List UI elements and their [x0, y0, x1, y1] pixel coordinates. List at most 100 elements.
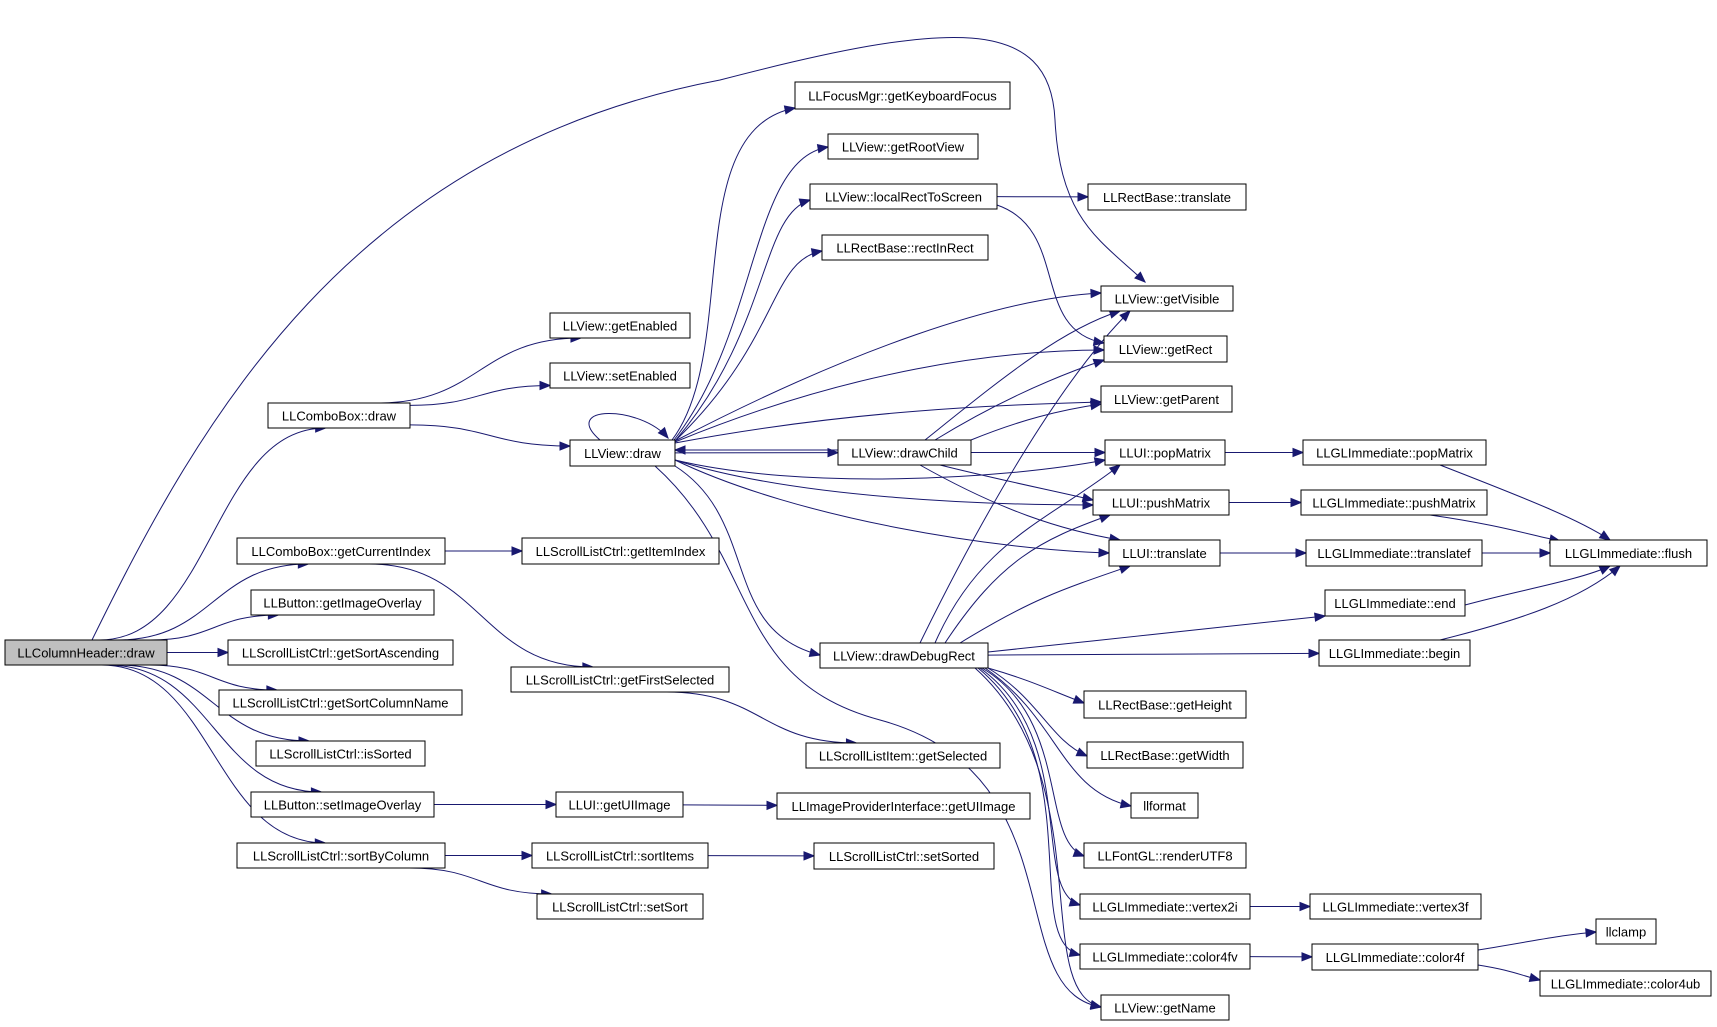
- arrowhead-icon: [1528, 972, 1542, 983]
- arrowhead-icon: [521, 850, 534, 861]
- node-box: [1130, 792, 1199, 819]
- node-getheight[interactable]: LLRectBase::getHeight: [1083, 690, 1247, 719]
- node-box: [837, 439, 972, 466]
- node-sortbycolumn[interactable]: LLScrollListCtrl::sortByColumn: [236, 842, 446, 869]
- edge-root-to-getcurrentindex: [117, 563, 309, 641]
- node-getvisible[interactable]: LLView::getVisible: [1100, 285, 1234, 312]
- node-getenabled[interactable]: LLView::getEnabled: [549, 312, 691, 339]
- arrowhead-icon: [559, 441, 572, 451]
- node-label: LLGLImmediate::flush: [1565, 546, 1692, 561]
- node-label: LLRectBase::getHeight: [1098, 698, 1232, 713]
- node-getsortcolname[interactable]: LLScrollListCtrl::getSortColumnName: [218, 689, 463, 716]
- node-glpopmatrix[interactable]: LLGLImmediate::popMatrix: [1302, 439, 1487, 466]
- node-pushmatrix[interactable]: LLUI::pushMatrix: [1092, 489, 1230, 516]
- node-box: [549, 362, 691, 389]
- node-label: LLButton::setImageOverlay: [264, 798, 422, 813]
- arrowhead-icon: [810, 248, 824, 258]
- node-drawchild[interactable]: LLView::drawChild: [837, 439, 972, 466]
- node-popmatrix[interactable]: LLUI::popMatrix: [1104, 439, 1226, 466]
- arrowhead-icon: [803, 851, 816, 861]
- node-box: [809, 183, 998, 210]
- arrowhead-icon: [1089, 999, 1103, 1010]
- edge-root-to-getimageoverlay: [150, 614, 279, 641]
- node-label: llclamp: [1606, 925, 1646, 940]
- node-renderutf8[interactable]: LLFontGL::renderUTF8: [1083, 842, 1247, 869]
- node-combodraw[interactable]: LLComboBox::draw: [267, 402, 411, 429]
- node-getsortasc[interactable]: LLScrollListCtrl::getSortAscending: [227, 639, 454, 666]
- arrowhead-icon: [816, 144, 830, 154]
- node-label: LLScrollListCtrl::sortByColumn: [253, 849, 429, 864]
- node-vertex3f[interactable]: LLGLImmediate::vertex3f: [1309, 893, 1482, 920]
- edge-viewdraw-to-pushmatrix: [674, 459, 1094, 506]
- node-sortitems[interactable]: LLScrollListCtrl::sortItems: [531, 842, 709, 869]
- node-localrecttoscreen[interactable]: LLView::localRectToScreen: [809, 183, 998, 210]
- node-vertex2i[interactable]: LLGLImmediate::vertex2i: [1079, 893, 1251, 920]
- node-drawdebugrect[interactable]: LLView::drawDebugRect: [819, 642, 989, 669]
- arrowhead-icon: [1068, 947, 1082, 958]
- node-root[interactable]: LLColumnHeader::draw: [4, 639, 168, 666]
- arrowhead-icon: [1119, 310, 1131, 322]
- node-translate[interactable]: LLRectBase::translate: [1087, 183, 1247, 211]
- node-label: LLFontGL::renderUTF8: [1097, 849, 1232, 864]
- arrowhead-icon: [1094, 447, 1107, 458]
- node-box: [1092, 489, 1230, 516]
- node-issorted[interactable]: LLScrollListCtrl::isSorted: [255, 740, 426, 767]
- edge-drawdebugrect-to-glbegin: [987, 652, 1320, 656]
- node-getitemindex[interactable]: LLScrollListCtrl::getItemIndex: [521, 537, 720, 565]
- node-setenabled[interactable]: LLView::setEnabled: [549, 362, 691, 389]
- edge-getfirstselected-to-getselected: [666, 691, 857, 744]
- node-getimageoverlay[interactable]: LLButton::getImageOverlay: [250, 589, 435, 616]
- node-box: [227, 639, 454, 666]
- node-box: [1083, 690, 1247, 719]
- node-getselected[interactable]: LLScrollListItem::getSelected: [805, 742, 1001, 769]
- node-label: LLButton::getImageOverlay: [263, 596, 422, 611]
- edge-sortbycolumn-to-setsort: [409, 867, 552, 895]
- node-label: LLView::draw: [584, 446, 661, 461]
- node-getfirstselected[interactable]: LLScrollListCtrl::getFirstSelected: [510, 666, 730, 693]
- arrowhead-icon: [1068, 897, 1082, 907]
- edge-color4f-to-llclamp: [1477, 931, 1597, 951]
- arrowhead-icon: [1072, 694, 1086, 704]
- node-getwidth[interactable]: LLRectBase::getWidth: [1086, 741, 1244, 769]
- node-glpushmatrix[interactable]: LLGLImmediate::pushMatrix: [1300, 489, 1488, 516]
- node-getuiimage[interactable]: LLUI::getUIImage: [555, 791, 684, 818]
- edge-drawdebugrect-to-getname: [974, 667, 1102, 1008]
- node-label: LLFocusMgr::getKeyboardFocus: [808, 89, 997, 104]
- node-label: LLScrollListCtrl::getSortAscending: [242, 646, 439, 661]
- node-color4fv[interactable]: LLGLImmediate::color4fv: [1079, 943, 1251, 970]
- edge-combodraw-to-getenabled: [378, 337, 581, 404]
- node-label: LLView::getParent: [1114, 392, 1219, 407]
- node-box: [1302, 439, 1487, 466]
- node-getrect[interactable]: LLView::getRect: [1103, 335, 1228, 363]
- edge-viewdraw-to-viewdraw: [588, 413, 669, 441]
- node-getname[interactable]: LLView::getName: [1100, 994, 1230, 1021]
- node-llclamp[interactable]: llclamp: [1595, 918, 1657, 945]
- arrowhead-icon: [1089, 400, 1103, 411]
- edge-drawchild-to-getvisible: [924, 310, 1121, 441]
- node-viewdraw[interactable]: LLView::draw: [569, 439, 676, 467]
- node-label: LLGLImmediate::color4ub: [1551, 977, 1701, 992]
- node-label: LLGLImmediate::vertex3f: [1323, 900, 1469, 915]
- node-rectinrect[interactable]: LLRectBase::rectInRect: [821, 234, 989, 261]
- edge-glend-to-glflush: [1464, 565, 1611, 606]
- node-llformat[interactable]: llformat: [1130, 792, 1199, 819]
- node-uitranslate[interactable]: LLUI::translate: [1108, 539, 1221, 567]
- node-getkeyboardfocus[interactable]: LLFocusMgr::getKeyboardFocus: [794, 81, 1011, 110]
- node-setimageoverlay[interactable]: LLButton::setImageOverlay: [250, 791, 435, 818]
- node-color4ub[interactable]: LLGLImmediate::color4ub: [1539, 970, 1712, 997]
- node-setsorted[interactable]: LLScrollListCtrl::setSorted: [813, 842, 995, 870]
- node-getparent[interactable]: LLView::getParent: [1100, 385, 1233, 413]
- node-gltranslatef[interactable]: LLGLImmediate::translatef: [1305, 539, 1483, 567]
- edge-glbegin-to-glflush: [1439, 565, 1621, 641]
- node-label: LLGLImmediate::color4f: [1326, 950, 1465, 965]
- node-glflush[interactable]: LLGLImmediate::flush: [1549, 539, 1708, 567]
- node-setsort[interactable]: LLScrollListCtrl::setSort: [536, 893, 704, 920]
- node-getuiimage2[interactable]: LLImageProviderInterface::getUIImage: [776, 792, 1031, 820]
- node-glend[interactable]: LLGLImmediate::end: [1324, 589, 1466, 617]
- node-glbegin[interactable]: LLGLImmediate::begin: [1318, 639, 1471, 667]
- edge-root-to-getvisible: [91, 36, 1146, 641]
- arrowhead-icon: [1301, 952, 1314, 962]
- node-getrootview[interactable]: LLView::getRootView: [827, 133, 979, 160]
- node-color4f[interactable]: LLGLImmediate::color4f: [1311, 943, 1479, 971]
- node-getcurrentindex[interactable]: LLComboBox::getCurrentIndex: [236, 537, 446, 565]
